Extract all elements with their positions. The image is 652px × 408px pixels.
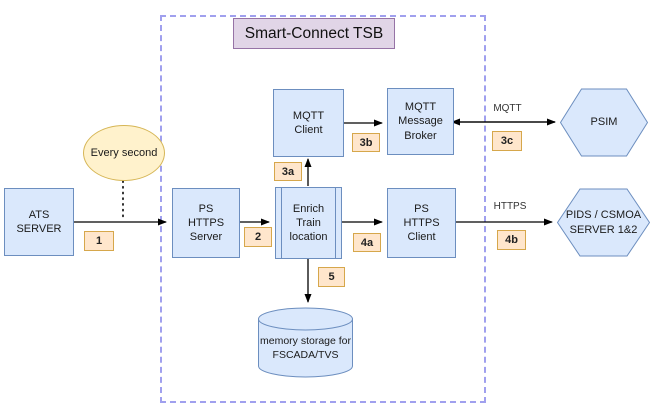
diagram-title: Smart-Connect TSB: [233, 18, 395, 49]
step-badge-3a: 3a: [274, 162, 302, 181]
node-ps-https-server-label: PS HTTPS Server: [187, 202, 225, 244]
node-mqtt-client: MQTT Client: [273, 89, 344, 157]
node-ps-https-client: PS HTTPS Client: [387, 188, 456, 258]
step-badge-4a-label: 4a: [360, 236, 374, 249]
pids-hexagon-shape: [557, 188, 650, 257]
predefined-process-left-bar: [281, 188, 282, 258]
step-badge-2: 2: [244, 227, 272, 247]
step-badge-5: 5: [318, 267, 345, 287]
cylinder-shape: [258, 307, 353, 378]
step-badge-3b-label: 3b: [359, 136, 373, 149]
step-badge-4b: 4b: [497, 230, 526, 250]
step-badge-1: 1: [84, 231, 114, 251]
node-every-second: Every second: [83, 125, 165, 181]
step-badge-3c-label: 3c: [500, 135, 514, 147]
step-badge-1-label: 1: [95, 235, 103, 247]
node-enrich-train-location: Enrich Train location: [275, 187, 342, 259]
node-ps-https-server: PS HTTPS Server: [172, 188, 240, 258]
smart-connect-tsb-boundary: [160, 15, 486, 403]
node-ats-server-label: ATS SERVER: [16, 208, 62, 235]
node-psim-label: PSIM: [590, 116, 618, 129]
edge-label-mqtt: MQTT: [485, 103, 530, 114]
step-badge-4a: 4a: [353, 233, 381, 252]
predefined-process-right-bar: [335, 188, 336, 258]
node-mqtt-message-broker: MQTT Message Broker: [387, 88, 454, 155]
step-badge-3a-label: 3a: [281, 165, 295, 178]
diagram-title-label: Smart-Connect TSB: [244, 24, 384, 42]
step-badge-3b: 3b: [352, 133, 380, 152]
step-badge-3c: 3c: [492, 131, 522, 151]
node-memory-storage-label: memory storage for FSCADA/TVS: [259, 334, 352, 361]
node-pids-csmoa-label: PIDS / CSMOA SERVER 1&2: [565, 209, 642, 236]
node-enrich-train-location-label: Enrich Train location: [289, 202, 328, 244]
edge-label-https-text: HTTPS: [493, 201, 527, 212]
step-badge-2-label: 2: [254, 231, 262, 243]
node-mqtt-client-label: MQTT Client: [292, 109, 325, 136]
psim-hexagon-shape: [560, 88, 648, 157]
step-badge-5-label: 5: [328, 271, 335, 283]
edge-label-https: HTTPS: [486, 201, 534, 212]
node-ps-https-client-label: PS HTTPS Client: [403, 202, 440, 244]
step-badge-4b-label: 4b: [505, 234, 518, 246]
node-ats-server: ATS SERVER: [4, 188, 74, 256]
node-psim: PSIM: [560, 88, 648, 157]
node-pids-csmoa: PIDS / CSMOA SERVER 1&2: [557, 188, 650, 257]
edge-label-mqtt-text: MQTT: [493, 103, 522, 114]
node-memory-storage: memory storage for FSCADA/TVS: [258, 307, 353, 378]
node-every-second-label: Every second: [90, 146, 158, 159]
node-mqtt-message-broker-label: MQTT Message Broker: [398, 101, 443, 142]
